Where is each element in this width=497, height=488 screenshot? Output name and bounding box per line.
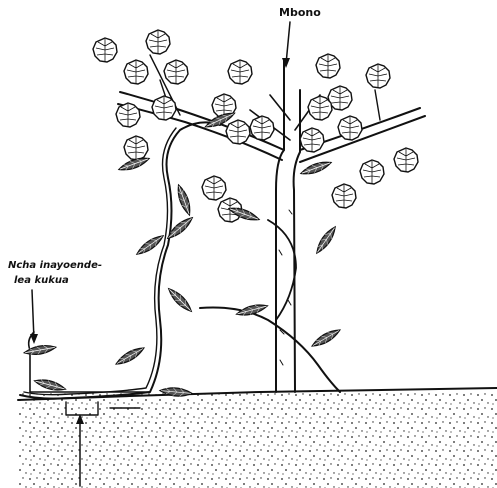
label-growing-tip-line1: Ncha inayoende- [8,260,102,271]
arrow-growing-tip [30,290,38,344]
label-mbono: Mbono [279,6,321,19]
soil [18,388,497,488]
label-growing-tip-line2: lea kukua [14,275,69,286]
